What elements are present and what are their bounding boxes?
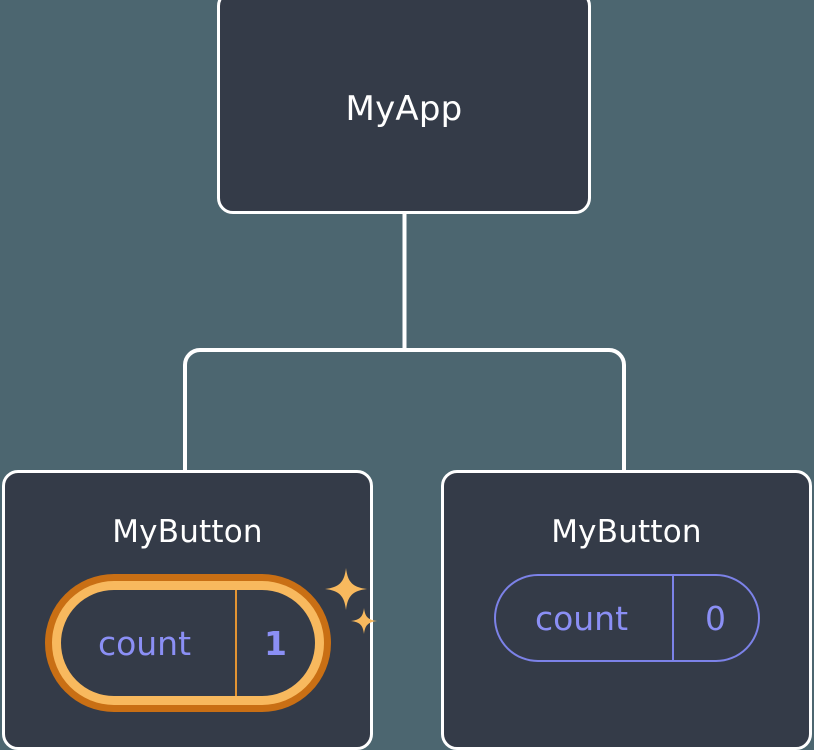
state-key-label: count <box>97 623 192 663</box>
highlight-ring-inner: count 1 <box>51 581 324 705</box>
state-pill-wrapper-2: count 0 <box>493 574 760 662</box>
node-myapp-title: MyApp <box>345 89 463 129</box>
state-pill-wrapper-1: count 1 <box>44 568 377 712</box>
state-pill-plain[interactable]: count 0 <box>493 574 760 662</box>
state-value-label: 1 <box>234 590 315 696</box>
node-mybutton-1[interactable]: MyButton count 1 <box>2 470 377 750</box>
connector-branch-right <box>404 348 626 472</box>
node-myapp[interactable]: MyApp <box>217 0 591 214</box>
sparkle-small-icon <box>350 608 377 634</box>
node-mybutton-2[interactable]: MyButton count 0 <box>441 470 812 750</box>
state-pill-core: count 1 <box>60 590 315 696</box>
state-key-label: count <box>534 598 629 638</box>
sparkle-large-icon <box>324 568 367 610</box>
node-mybutton-2-title: MyButton <box>551 514 702 550</box>
state-value-label: 0 <box>671 576 758 660</box>
connector-branch-left <box>183 348 405 472</box>
node-mybutton-1-title: MyButton <box>112 514 263 550</box>
state-pill-highlighted[interactable]: count 1 <box>44 574 331 712</box>
